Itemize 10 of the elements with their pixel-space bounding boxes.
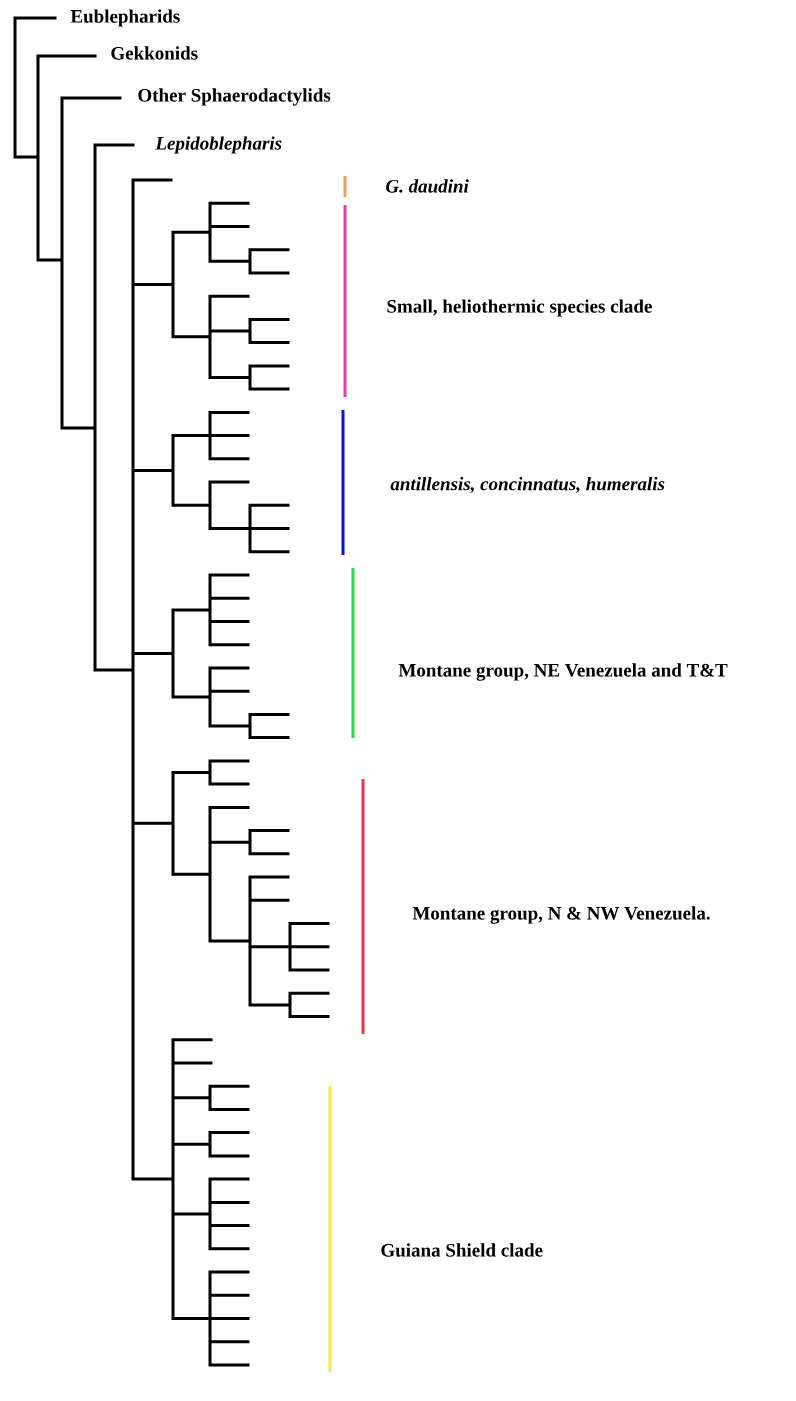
- taxon-label: Other Sphaerodactylids: [138, 88, 331, 106]
- clade-label: antillensis, concinnatus, humeralis: [390, 476, 665, 494]
- clade-label: Small, heliothermic species clade: [387, 299, 652, 317]
- clade-label: Guiana Shield clade: [381, 1243, 543, 1257]
- taxon-label: G. daudini: [386, 179, 469, 193]
- taxon-label: Gekkonids: [111, 46, 198, 60]
- clade-label: Montane group, N & NW Venezuela.: [412, 906, 710, 924]
- clade-label: Montane group, NE Venezuela and T&T: [398, 663, 728, 681]
- taxon-label: Eublepharids: [70, 9, 180, 27]
- taxon-label: Lepidoblepharis: [155, 136, 282, 154]
